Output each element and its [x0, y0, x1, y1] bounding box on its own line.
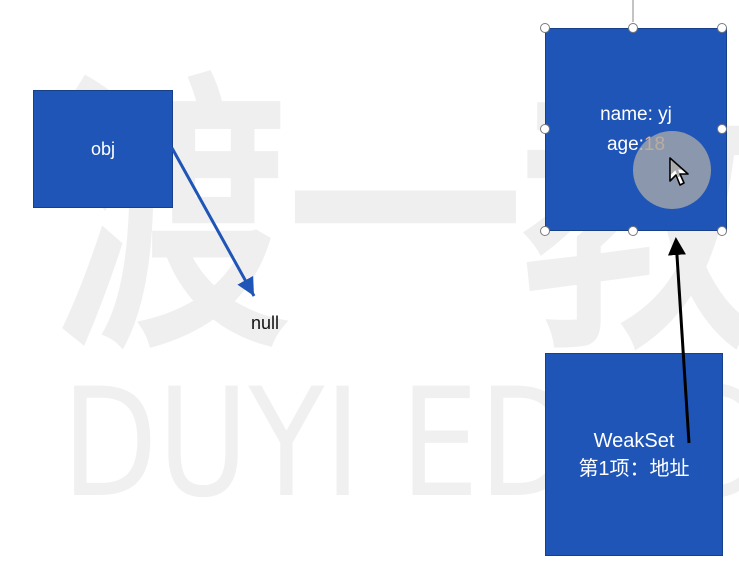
- weakset-box[interactable]: WeakSet 第1项：地址: [545, 353, 723, 556]
- resize-handle-middle-right[interactable]: [717, 124, 727, 134]
- resize-handle-top-left[interactable]: [540, 23, 550, 33]
- resize-handle-top-middle[interactable]: [628, 23, 638, 33]
- resize-handle-bottom-right[interactable]: [717, 226, 727, 236]
- weakset-item: 第1项：地址: [578, 457, 690, 480]
- resize-handle-middle-left[interactable]: [540, 124, 550, 134]
- object-age-key: age:: [606, 133, 644, 155]
- resize-handle-bottom-left[interactable]: [540, 226, 550, 236]
- weakset-title: WeakSet: [593, 429, 675, 452]
- object-name-line: name: yj: [600, 103, 672, 125]
- obj-label: obj: [90, 138, 116, 159]
- obj-box[interactable]: obj: [33, 90, 173, 208]
- arrow-weakset-to-object: [667, 237, 691, 444]
- arrow-obj-to-null: [170, 147, 256, 297]
- mouse-pointer-icon: [669, 157, 689, 186]
- resize-handle-top-right[interactable]: [717, 23, 727, 33]
- resize-handle-bottom-middle[interactable]: [628, 226, 638, 236]
- null-label: null: [251, 313, 280, 333]
